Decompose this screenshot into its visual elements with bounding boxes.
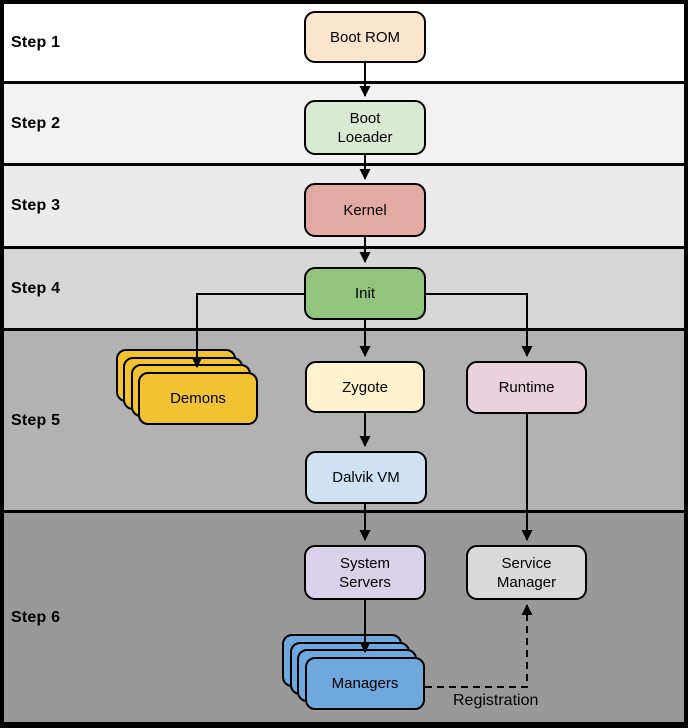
node-boot-loader-label: Boot Loeader bbox=[337, 109, 393, 146]
node-demons-label: Demons bbox=[170, 390, 226, 407]
node-service-manager: Service Manager bbox=[466, 545, 587, 600]
node-dalvik-vm-label: Dalvik VM bbox=[332, 469, 400, 486]
step-1-label: Step 1 bbox=[11, 34, 61, 51]
node-runtime-label: Runtime bbox=[498, 379, 555, 396]
node-dalvik-vm: Dalvik VM bbox=[305, 451, 427, 504]
node-init: Init bbox=[304, 267, 426, 320]
node-boot-rom-label: Boot ROM bbox=[329, 28, 401, 46]
node-demons: Demons bbox=[138, 372, 258, 425]
node-kernel: Kernel bbox=[304, 183, 426, 237]
node-service-manager-label: Service Manager bbox=[496, 554, 557, 591]
node-zygote: Zygote bbox=[305, 361, 425, 413]
node-managers: Managers bbox=[305, 657, 425, 710]
step-4-label: Step 4 bbox=[11, 280, 61, 297]
node-init-label: Init bbox=[354, 285, 375, 302]
node-boot-rom: Boot ROM bbox=[304, 11, 426, 63]
node-kernel-label: Kernel bbox=[343, 201, 387, 219]
step-2-label: Step 2 bbox=[11, 115, 61, 132]
node-managers-label: Managers bbox=[331, 675, 399, 692]
step-6-label: Step 6 bbox=[11, 609, 61, 626]
node-zygote-label: Zygote bbox=[342, 378, 388, 396]
node-system-servers: System Servers bbox=[304, 545, 426, 600]
node-runtime: Runtime bbox=[466, 361, 587, 414]
step-5-label: Step 5 bbox=[11, 412, 61, 429]
node-system-servers-label: System Servers bbox=[339, 554, 391, 591]
registration-label: Registration bbox=[453, 692, 539, 709]
step-3-label: Step 3 bbox=[11, 197, 61, 214]
node-boot-loader: Boot Loeader bbox=[304, 100, 426, 155]
